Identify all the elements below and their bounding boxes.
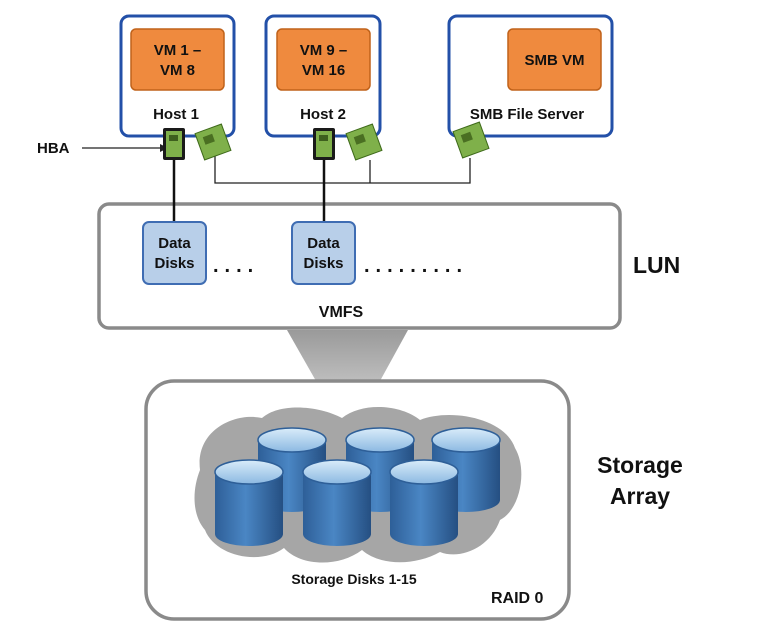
lun-label: LUN xyxy=(633,252,680,278)
hba-arrow xyxy=(82,144,168,152)
storage-disk-cylinder xyxy=(302,459,372,546)
smb-file-server-label: SMB File Server xyxy=(470,106,584,123)
vm-group-2-line1: VM 9 – xyxy=(300,42,348,59)
vm-group-2-line2: VM 16 xyxy=(302,62,345,79)
host-2-label: Host 2 xyxy=(300,106,346,123)
network-links xyxy=(214,155,471,184)
vm-group-1-line1: VM 1 – xyxy=(154,42,202,59)
host-2: VM 9 – VM 16 Host 2 xyxy=(264,14,382,138)
smb-file-server: SMB VM SMB File Server xyxy=(447,14,614,138)
nic-card-smb xyxy=(452,121,490,159)
vm-group-2 xyxy=(276,28,371,91)
storage-array-label-line2: Array xyxy=(610,483,670,509)
storage-array-label-line1: Storage xyxy=(597,452,683,478)
hba-card-host1 xyxy=(163,128,185,160)
storage-disk-cylinder xyxy=(389,459,459,546)
host-1: VM 1 – VM 8 Host 1 xyxy=(119,14,236,138)
data-disks-2-line2: Disks xyxy=(303,255,343,272)
raid-label: RAID 0 xyxy=(491,590,544,607)
data-disks-1-line2: Disks xyxy=(154,255,194,272)
hba-card-host2 xyxy=(313,128,335,160)
hba-label: HBA xyxy=(37,140,70,157)
storage-disks-label: Storage Disks 1-15 xyxy=(291,571,416,587)
hba-links xyxy=(172,160,326,222)
nic-card-host1 xyxy=(194,123,232,161)
storage-disk-cylinder xyxy=(214,459,284,546)
vm-group-1 xyxy=(130,28,225,91)
smb-vm-label: SMB VM xyxy=(525,52,585,69)
data-disks-1: Data Disks xyxy=(142,221,207,285)
smb-vm xyxy=(507,28,602,91)
nic-card-host2 xyxy=(345,123,383,161)
lun-panel xyxy=(97,202,622,330)
data-disks-2-line1: Data xyxy=(307,235,340,252)
data-disks-1-line1: Data xyxy=(158,235,191,252)
vm-group-1-line2: VM 8 xyxy=(160,62,195,79)
data-disks-2: Data Disks xyxy=(291,221,356,285)
vmfs-label: VMFS xyxy=(319,304,364,321)
lun-to-array-funnel xyxy=(287,330,408,381)
ellipsis-a: .... xyxy=(213,255,259,277)
ellipsis-b: ......... xyxy=(364,255,468,277)
host-1-label: Host 1 xyxy=(153,106,199,123)
